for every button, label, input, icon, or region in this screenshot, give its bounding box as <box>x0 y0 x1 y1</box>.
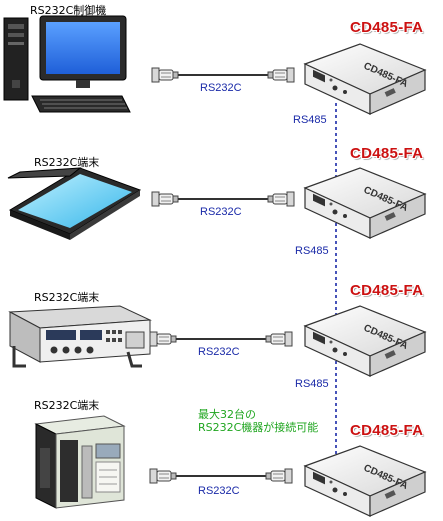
bus-label-3: RS485 <box>295 378 329 390</box>
cable-label-2: RS232C <box>200 206 242 218</box>
bus-label-2: RS485 <box>295 245 329 257</box>
cd485-converter-2: CD485-FA <box>304 167 426 239</box>
capacity-note-line1: 最大32台の <box>198 408 256 421</box>
device-label-2: RS232C端末 <box>34 156 100 169</box>
product-label-3: CD485-FA <box>350 282 424 299</box>
measurement-instrument-icon <box>8 305 152 368</box>
rs232c-cable-3 <box>149 331 293 347</box>
cable-label-4: RS232C <box>198 485 240 497</box>
device-label-3: RS232C端末 <box>34 291 100 304</box>
rs232c-cable-2 <box>151 191 295 207</box>
capacity-note-line2: RS232C機器が接続可能 <box>198 421 319 434</box>
device-label-4: RS232C端末 <box>34 399 100 412</box>
product-label-2: CD485-FA <box>350 145 424 162</box>
cable-label-3: RS232C <box>198 346 240 358</box>
pc-computer-icon <box>3 15 131 113</box>
cd485-converter-1: CD485-FA <box>304 43 426 115</box>
device-label-1: RS232C制御機 <box>30 4 107 17</box>
cd485-converter-3: CD485-FA <box>304 305 426 377</box>
rs232c-cable-1 <box>151 67 295 83</box>
product-label-1: CD485-FA <box>350 19 424 36</box>
plc-terminal-icon <box>34 415 126 509</box>
cd485-converter-4: CD485-FA <box>304 445 426 517</box>
rs232c-cable-4 <box>149 468 293 484</box>
capacity-note: 最大32台の RS232C機器が接続可能 <box>198 408 318 434</box>
product-label-4: CD485-FA <box>350 422 424 439</box>
cable-label-1: RS232C <box>200 82 242 94</box>
scanner-terminal-icon <box>7 167 142 240</box>
bus-label-1: RS485 <box>293 114 327 126</box>
